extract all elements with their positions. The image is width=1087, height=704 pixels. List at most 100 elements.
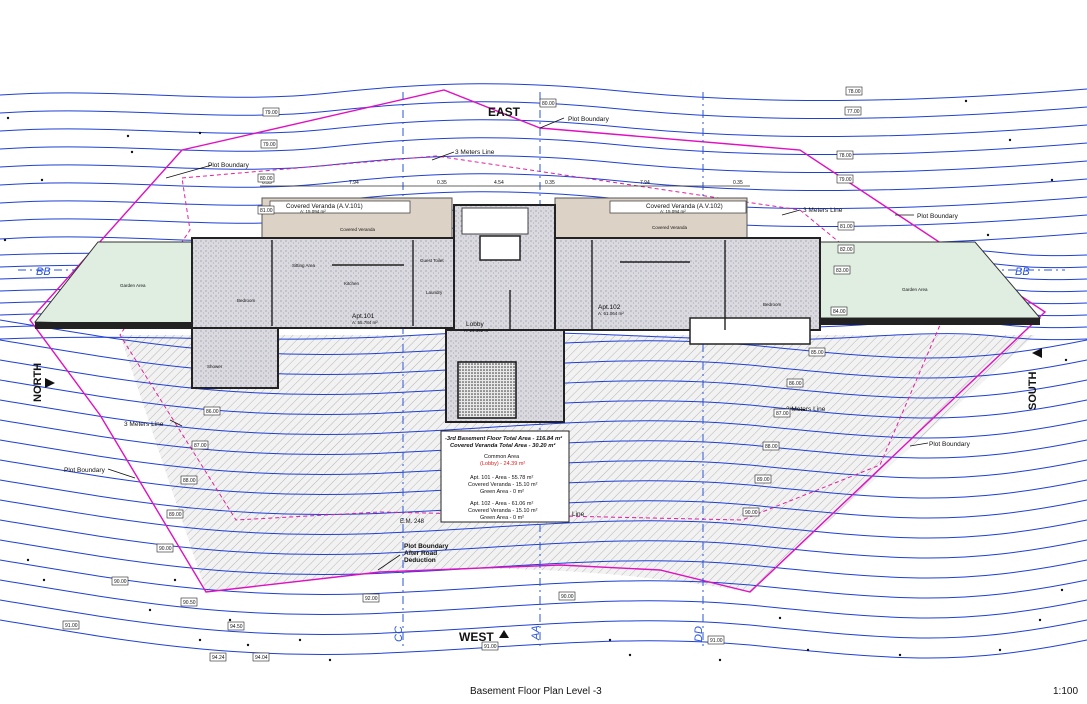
drawing-scale: 1:100: [1053, 686, 1079, 697]
hatched-site-area: [120, 335, 1035, 592]
level-tag-text: 87.00: [194, 443, 207, 449]
survey-dot: [6, 116, 10, 120]
level-tag-text: 90.50: [183, 600, 196, 606]
contour: [0, 399, 1087, 439]
summary-apt102-green: Green Area - 0 m²: [480, 515, 524, 521]
level-tag-box: [837, 221, 855, 231]
level-tag-text: 88.00: [183, 478, 196, 484]
level-tag-text: 81.00: [840, 224, 853, 230]
survey-dot: [246, 643, 250, 647]
survey-dot: [198, 638, 202, 642]
apt102-area: A: 61.064 m²: [598, 311, 624, 316]
plot-boundary-label-5: Plot Boundary: [929, 441, 971, 448]
apt102-block: [554, 237, 821, 331]
survey-dot: [148, 608, 152, 612]
survey-dot: [3, 238, 7, 242]
dim-2: 7.94: [349, 180, 359, 186]
dim-1: 0.35: [262, 180, 272, 186]
summary-line-2: Covered Veranda Total Area - 30.20 m²: [450, 442, 556, 449]
apt101-block: [191, 237, 455, 329]
grid-dd: DD: [693, 626, 705, 642]
plot-boundary-label-4: Plot Boundary: [64, 467, 106, 474]
level-tag-box: [845, 86, 863, 96]
garden-left-edge: [35, 322, 192, 329]
level-tag-box: [786, 378, 804, 388]
level-tag-text: 86.00: [789, 381, 802, 387]
level-tag-box: [111, 576, 129, 586]
three-meters-label-3: 3 Meters Line: [124, 421, 164, 428]
lift-box: [479, 235, 521, 261]
grid-aa: AA: [530, 625, 542, 641]
contour: [0, 191, 1087, 210]
level-tag-text: 82.00: [840, 247, 853, 253]
internal-walls: [271, 240, 726, 330]
level-tag-text: 87.00: [776, 411, 789, 417]
west-label: WEST: [459, 630, 494, 644]
level-tag-box: [260, 139, 278, 149]
level-tag-text: 79.00: [263, 142, 276, 148]
level-tag-box: [836, 174, 854, 184]
level-tag-text: 89.00: [757, 477, 770, 483]
level-tag-box: [837, 244, 855, 254]
level-tag-text: 79.00: [839, 177, 852, 183]
level-tag-text: 80.00: [260, 176, 273, 182]
survey-dot: [26, 558, 30, 562]
level-tag-box: [762, 441, 780, 451]
level-tag-box: [742, 507, 760, 517]
garden-right-edge: [820, 318, 1040, 325]
contour: [0, 137, 1087, 156]
level-tag-box: [808, 347, 826, 357]
survey-dot: [40, 178, 44, 182]
level-tag-text: 94.24: [212, 655, 225, 661]
em-label: E.M. 248: [400, 519, 425, 525]
north-label: NORTH: [32, 363, 44, 402]
level-tag-text: 90.00: [745, 510, 758, 516]
survey-dot: [964, 99, 968, 103]
dim-7: 0.35: [733, 180, 743, 186]
veranda-left-area: A: 15.094 m²: [300, 209, 326, 214]
spot-level-tags: 79.0079.0080.0081.0078.0077.0078.0079.00…: [62, 86, 863, 662]
veranda-left-title: Covered Veranda (A.V.101): [286, 203, 363, 210]
level-tag-box: [62, 620, 80, 630]
level-tag-text: 79.00: [265, 110, 278, 116]
survey-dot: [228, 618, 232, 622]
survey-dot: [173, 578, 177, 582]
level-tag-box: [252, 652, 270, 662]
contour: [0, 619, 1087, 659]
survey-dot: [130, 150, 134, 154]
survey-dot: [126, 134, 130, 138]
annotation-leaders: [107, 117, 929, 571]
lobby-label: Lobby: [466, 321, 484, 328]
plot-boundary-line: [29, 89, 1047, 593]
apt102-label: Apt.102: [598, 304, 621, 311]
level-tag-box: [191, 440, 209, 450]
survey-dot: [298, 638, 302, 642]
level-tag-box: [707, 635, 725, 645]
plan-labels: EAST WEST NORTH SOUTH BB BB CC AA DD Plo…: [32, 105, 1039, 644]
level-tag-box: [180, 475, 198, 485]
survey-dot: [1038, 618, 1042, 622]
veranda-left-sub: Covered Veranda: [340, 227, 376, 232]
veranda-right-title: Covered Veranda (A.V.102): [646, 203, 723, 210]
survey-dot: [608, 638, 612, 642]
grid-cc: CC: [393, 626, 405, 642]
level-tag-text: 83.00: [836, 268, 849, 274]
summary-common-value: (Lobby) - 24.39 m²: [480, 461, 525, 467]
sitting-label: Sitting Area: [292, 263, 316, 268]
level-tag-box: [257, 205, 275, 215]
level-tag-text: 88.00: [765, 444, 778, 450]
summary-apt101-veranda: Covered Veranda - 15.10 m²: [468, 482, 538, 488]
level-tag-text: 81.00: [260, 208, 273, 214]
contour: [0, 173, 1087, 192]
summary-common-title: Common Area: [484, 454, 520, 460]
shower-block: [191, 327, 279, 389]
survey-dot: [806, 648, 810, 652]
level-tag-text: 94.04: [255, 655, 268, 661]
level-tag-text: 90.00: [159, 546, 172, 552]
level-tag-text: 89.00: [169, 512, 182, 518]
level-tag-box: [844, 106, 862, 116]
dim-6: 7.94: [640, 180, 650, 186]
summary-apt102-line: Apt. 102 - Area - 61.06 m²: [470, 501, 533, 507]
